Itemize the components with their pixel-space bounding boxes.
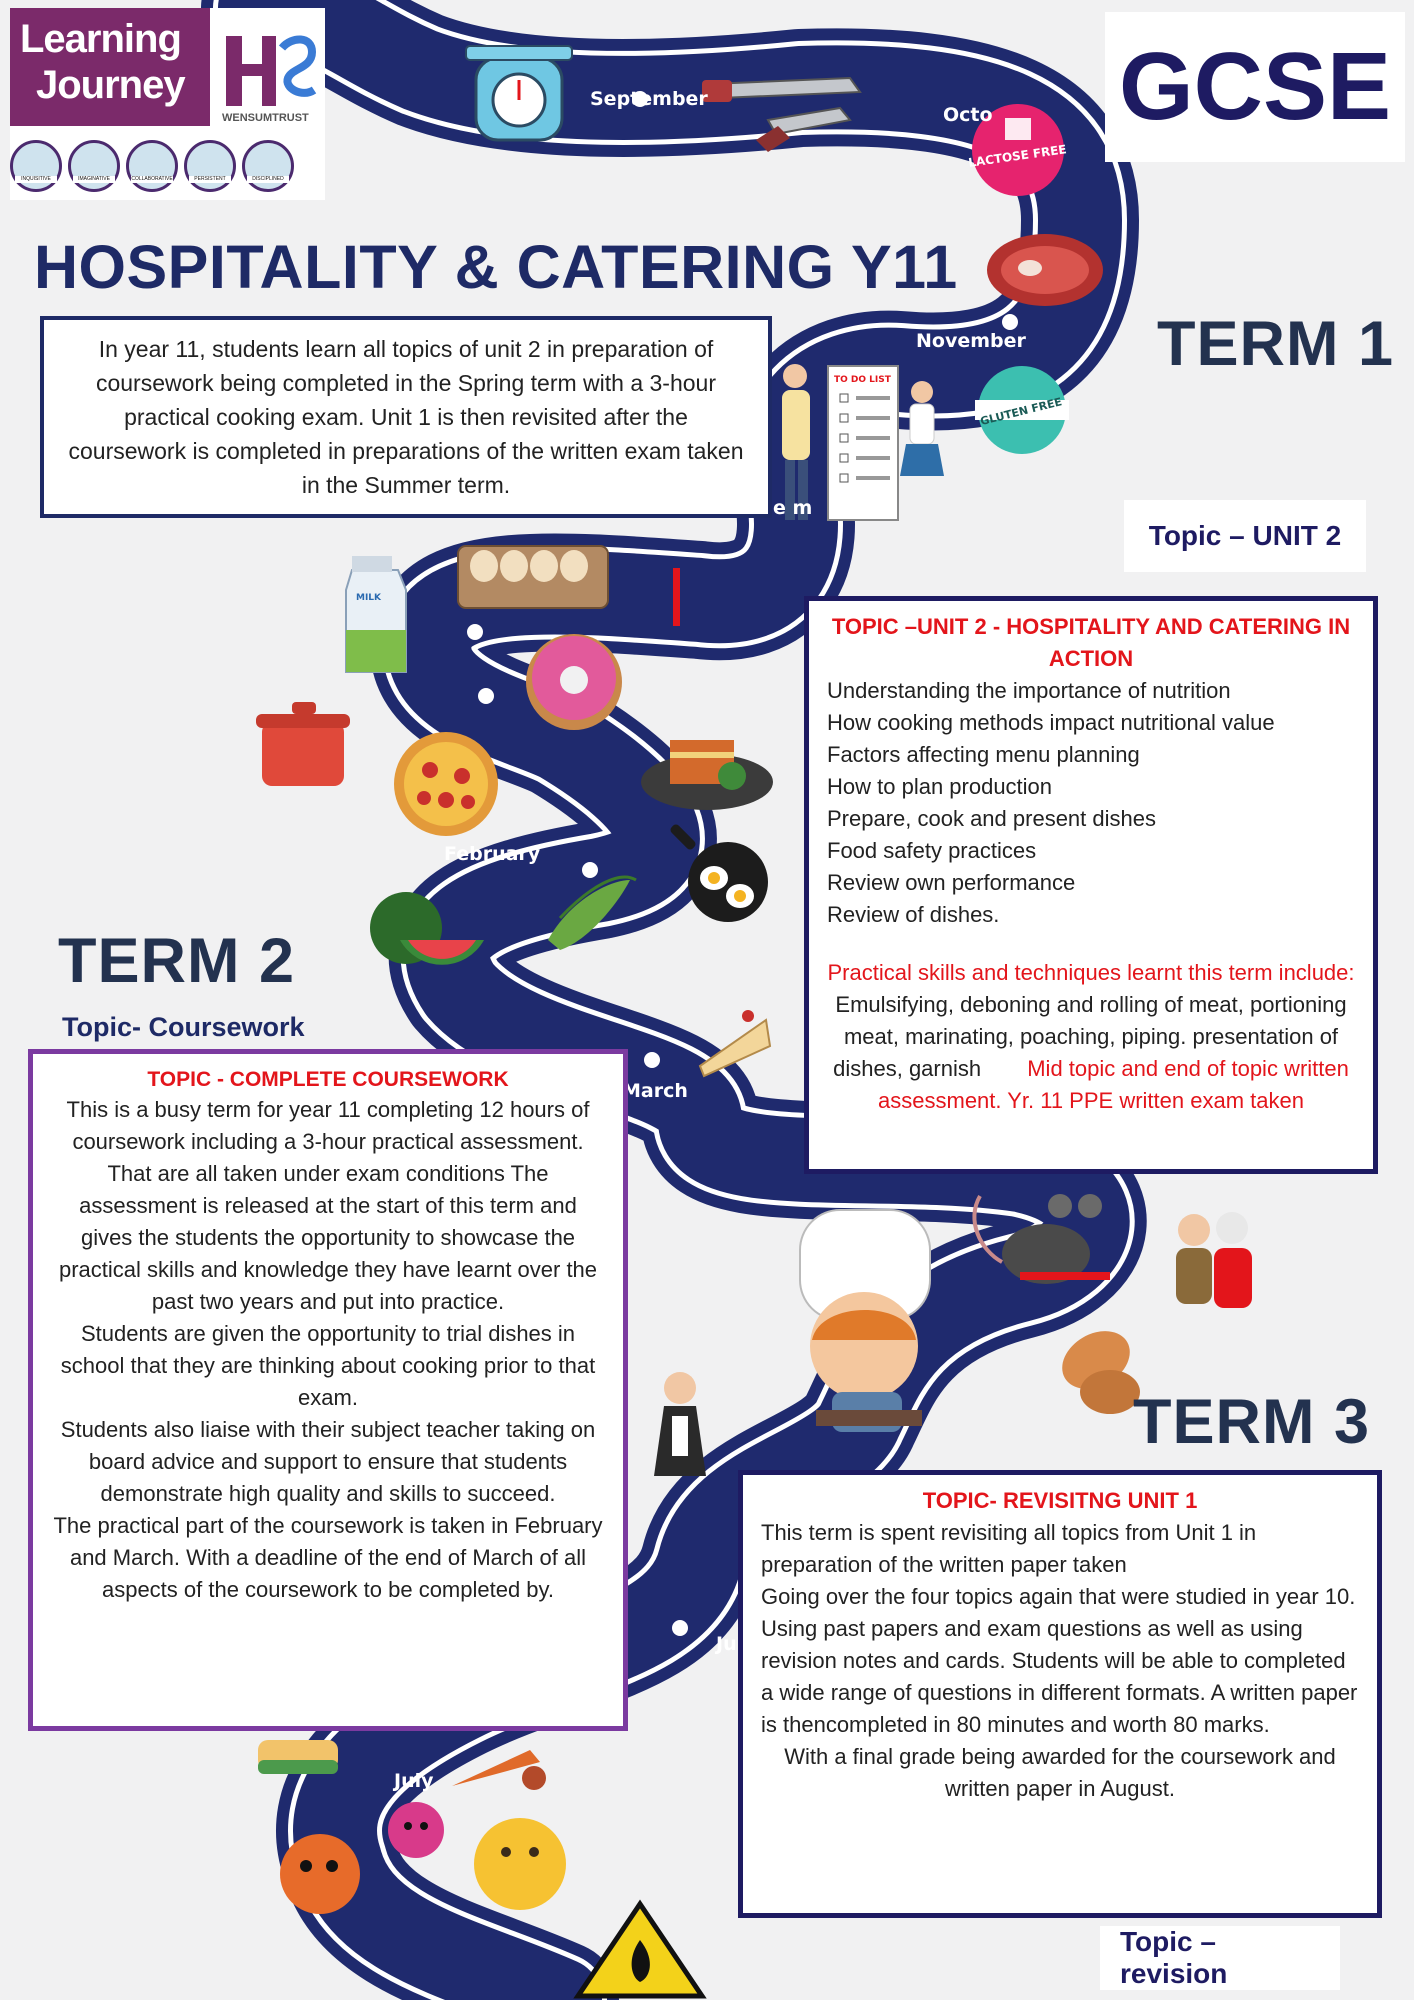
donut-icon [526, 634, 622, 730]
revision-paragraph: Using past papers and exam questions as … [761, 1616, 1358, 1737]
chef-icon [799, 1209, 931, 1432]
school-values-row: INQUISITIVE IMAGINATIVE COLLABORATIVE PE… [10, 140, 325, 200]
value-imaginative-icon: IMAGINATIVE [68, 140, 120, 192]
chicken-legs-icon [1062, 1331, 1140, 1414]
steak-icon [987, 234, 1103, 306]
list-item: How cooking methods impact nutritional v… [827, 710, 1275, 735]
learning-journey-logo: Learning Journey [10, 8, 210, 126]
watermelon-icon [370, 892, 484, 965]
coursework-topic-box: TOPIC - COMPLETE COURSEWORK This is a bu… [28, 1049, 628, 1731]
revision-paragraph: Going over the four topics again that we… [761, 1584, 1356, 1609]
value-disciplined-icon: DISCIPLINED [242, 140, 294, 192]
svg-text:MILK: MILK [356, 593, 382, 603]
trust-logo-icon [226, 35, 317, 106]
milk-carton-icon [345, 556, 407, 673]
unit2-topic-box: TOPIC –UNIT 2 - HOSPITALITY AND CATERING… [804, 596, 1378, 1174]
value-persistent-icon: PERSISTENT [184, 140, 236, 192]
fire-warning-icon [573, 1899, 707, 1999]
people-icon [782, 364, 944, 520]
unit2-topic-list: Understanding the importance of nutritio… [827, 675, 1355, 931]
term2-heading: TERM 2 [58, 926, 296, 996]
sponge-icon [258, 1740, 338, 1774]
term3-topic-label: Topic – revision [1100, 1926, 1340, 1990]
month-label: March [622, 1080, 688, 1102]
list-item: Understanding the importance of nutritio… [827, 678, 1231, 703]
kitchen-scale-icon [465, 45, 573, 142]
unit2-box-title: TOPIC –UNIT 2 - HOSPITALITY AND CATERING… [831, 614, 1351, 671]
revision-box-title: TOPIC- REVISITNG UNIT 1 [922, 1488, 1198, 1513]
practical-skills-text: Practical skills and techniques learnt t… [827, 960, 1355, 1113]
month-label: September [590, 88, 708, 110]
revision-closing: With a final grade being awarded for the… [784, 1744, 1336, 1801]
edamame-icon [548, 875, 637, 950]
road-marker [673, 568, 680, 626]
pizza-icon [394, 732, 498, 836]
month-label: February [444, 843, 541, 865]
qualification-badge: GCSE [1105, 12, 1405, 162]
term1-topic-label: Topic – UNIT 2 [1124, 500, 1366, 572]
list-item: Factors affecting menu planning [827, 742, 1140, 767]
lasagne-plate-icon [641, 740, 773, 810]
term2-topic-label: Topic- Coursework [62, 1012, 305, 1042]
trust-name: WENSUMTRUST [222, 112, 309, 124]
frying-pan-icon [670, 824, 768, 922]
assessment-text: Mid topic and end of topic written asses… [878, 1056, 1349, 1113]
month-label: Octo [943, 104, 993, 126]
list-item: How to plan production [827, 774, 1053, 799]
coursework-paragraph: This is a busy term for year 11 completi… [58, 1097, 598, 1314]
germ-icon [388, 1802, 444, 1858]
germ-icon [280, 1834, 360, 1914]
cooking-pot-icon [256, 702, 350, 786]
value-inquisitive-icon: INQUISITIVE [10, 140, 62, 192]
coursework-box-title: TOPIC - COMPLETE COURSEWORK [147, 1068, 509, 1091]
waitress-icon [654, 1372, 706, 1476]
knife-icon [702, 76, 862, 102]
svg-text:TO DO LIST: TO DO LIST [834, 375, 892, 385]
list-item: Food safety practices [827, 838, 1037, 863]
month-label: July [394, 1770, 434, 1792]
list-item: Review own performance [827, 870, 1076, 895]
coursework-paragraph: The practical part of the coursework is … [53, 1513, 603, 1602]
elderly-couple-icon [1176, 1212, 1252, 1308]
term1-heading: TERM 1 [1157, 309, 1395, 379]
intro-box: In year 11, students learn all topics of… [40, 316, 772, 518]
gluten-free-badge [975, 366, 1069, 454]
revision-paragraph: This term is spent revisiting all topics… [761, 1520, 1257, 1577]
lactose-free-badge [972, 104, 1064, 196]
school-logo-block: Learning Journey WENSUMTRUST INQUISITIVE… [10, 8, 325, 200]
list-item: Review of dishes. [827, 902, 1000, 927]
month-label: November [916, 330, 1026, 352]
revision-topic-box: TOPIC- REVISITNG UNIT 1 This term is spe… [738, 1470, 1382, 1918]
cheesecake-icon [698, 1010, 772, 1078]
page-title: HOSPITALITY & CATERING Y11 [34, 233, 958, 301]
coursework-paragraph: Students also liaise with their subject … [60, 1417, 596, 1506]
coursework-paragraph: Students are given the opportunity to tr… [60, 1321, 596, 1410]
todo-list-icon [827, 365, 899, 521]
thinking-emoji-icon [474, 1818, 566, 1910]
carrot-icon [452, 1750, 546, 1790]
term3-heading: TERM 3 [1133, 1387, 1371, 1457]
rat-icon [972, 1194, 1110, 1284]
list-item: Prepare, cook and present dishes [827, 806, 1156, 831]
value-collaborative-icon: COLLABORATIVE [126, 140, 178, 192]
month-label: e m [773, 497, 813, 519]
egg-box-icon [457, 545, 609, 609]
knife-icon [756, 106, 852, 152]
